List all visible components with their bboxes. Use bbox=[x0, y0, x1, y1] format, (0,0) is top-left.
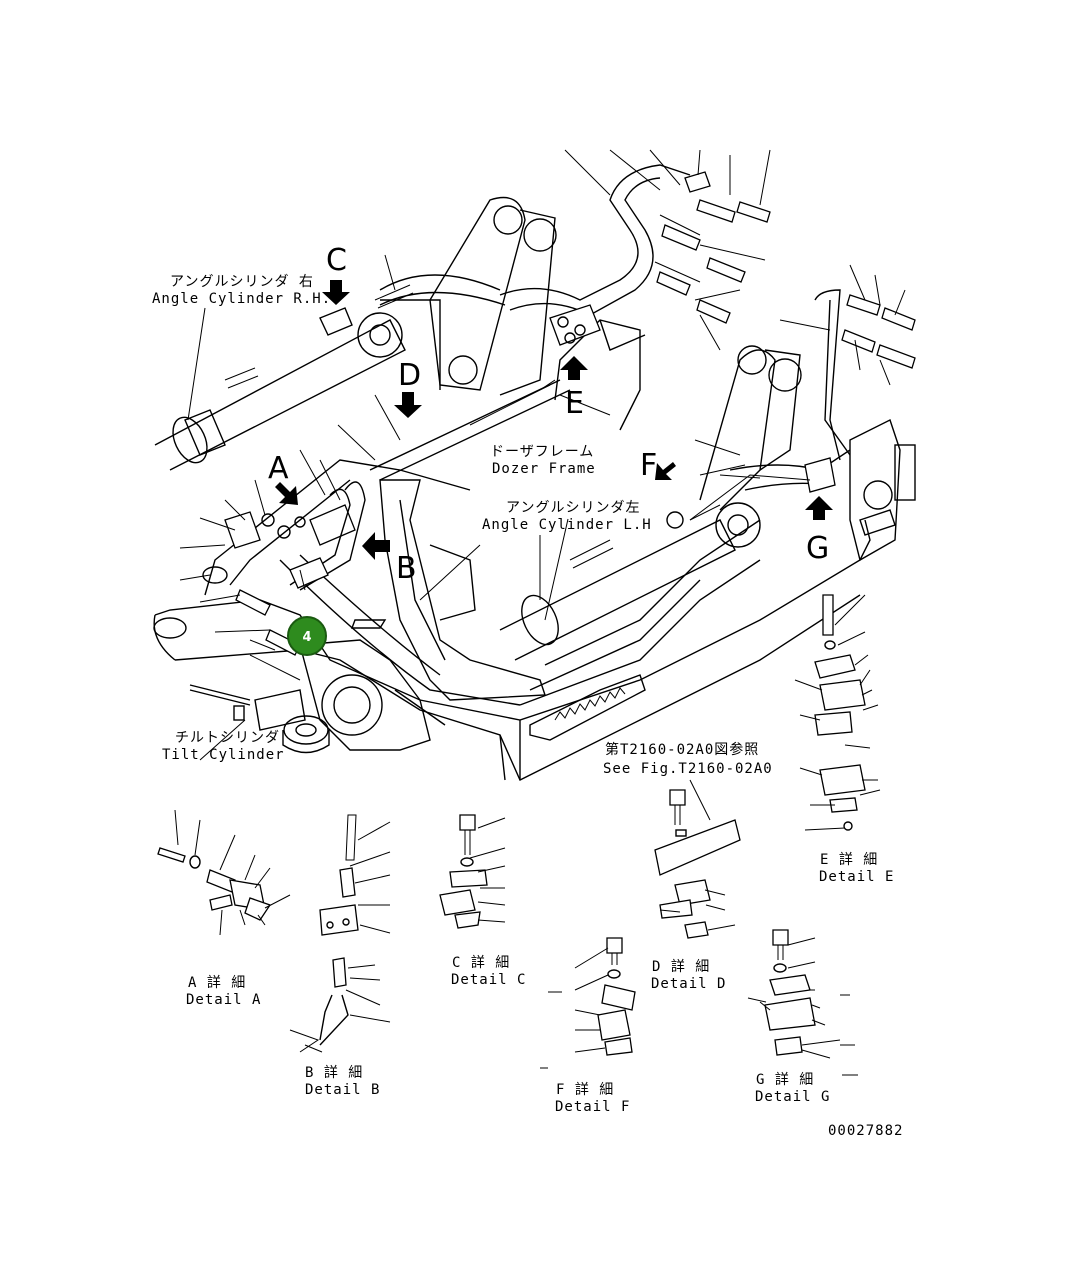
detail-e-jp: E 詳 細 bbox=[820, 852, 878, 868]
arrow-g-icon bbox=[805, 496, 833, 520]
angle-cyl-lh-jp-label: アングルシリンダ左 bbox=[506, 500, 640, 516]
arrow-d-icon bbox=[394, 392, 422, 418]
arrow-c-icon bbox=[322, 280, 350, 305]
callout-number[interactable]: 4 bbox=[302, 630, 311, 645]
dozer-frame-jp-label: ドーザフレーム bbox=[490, 444, 594, 460]
top-hose-fittings bbox=[656, 171, 916, 369]
arrow-f-icon bbox=[655, 462, 676, 480]
arrow-a-icon bbox=[275, 482, 298, 505]
detail-d-drawing bbox=[654, 789, 741, 939]
dozer-frame-en-label: Dozer Frame bbox=[492, 461, 596, 477]
detail-b-jp: B 詳 細 bbox=[305, 1065, 363, 1081]
view-letter-d: D bbox=[398, 358, 421, 393]
tilt-cyl-jp-label: チルトシリンダ bbox=[175, 730, 280, 746]
detail-c-drawing bbox=[439, 814, 506, 929]
callout-badge[interactable] bbox=[287, 616, 327, 656]
view-letter-c: C bbox=[326, 243, 347, 278]
see-fig-jp-label: 第T2160-02A0図参照 bbox=[605, 741, 759, 758]
detail-g-drawing bbox=[747, 929, 858, 1076]
detail-g-en: Detail G bbox=[755, 1089, 830, 1105]
detail-f-jp: F 詳 細 bbox=[556, 1082, 614, 1098]
view-letter-g: G bbox=[806, 531, 829, 566]
angle-cyl-rh-en-label: Angle Cylinder R.H. bbox=[152, 291, 331, 307]
angle-cyl-lh-en-label: Angle Cylinder L.H bbox=[482, 517, 652, 533]
detail-a-jp: A 詳 細 bbox=[188, 975, 246, 991]
detail-b-drawing bbox=[289, 814, 391, 1053]
detail-a-drawing bbox=[157, 809, 291, 936]
view-letter-f: F bbox=[640, 448, 657, 483]
detail-e-en: Detail E bbox=[819, 869, 894, 885]
view-letter-a: A bbox=[268, 451, 289, 486]
angle-cyl-rh-jp-label: アングルシリンダ 右 bbox=[170, 274, 314, 290]
detail-b-en: Detail B bbox=[305, 1082, 380, 1098]
callout-part-4[interactable]: 4 bbox=[287, 616, 327, 656]
detail-c-en: Detail C bbox=[451, 972, 526, 988]
detail-f-drawing bbox=[540, 937, 636, 1069]
detail-f-en: Detail F bbox=[555, 1099, 630, 1115]
drawing-number: 00027882 bbox=[828, 1123, 903, 1139]
leader-lines bbox=[179, 149, 906, 821]
detail-g-jp: G 詳 細 bbox=[756, 1072, 814, 1088]
detail-e-drawing bbox=[794, 594, 881, 831]
detail-d-jp: D 詳 細 bbox=[652, 959, 710, 975]
arrow-e-icon bbox=[560, 356, 588, 380]
detail-d-en: Detail D bbox=[651, 976, 726, 992]
view-letter-b: B bbox=[396, 551, 417, 586]
see-fig-en-label: See Fig.T2160-02A0 bbox=[603, 761, 773, 777]
view-arrows bbox=[275, 280, 833, 560]
view-letter-e: E bbox=[565, 386, 584, 421]
labels: アングルシリンダ 右 Angle Cylinder R.H. ドーザフレーム D… bbox=[152, 243, 903, 1139]
arrow-b-icon bbox=[362, 532, 390, 560]
tilt-cyl-en-label: Tilt Cylinder bbox=[162, 747, 285, 763]
detail-c-jp: C 詳 細 bbox=[452, 955, 510, 971]
dozer-frame-outline bbox=[153, 164, 916, 781]
detail-a-en: Detail A bbox=[186, 992, 261, 1008]
